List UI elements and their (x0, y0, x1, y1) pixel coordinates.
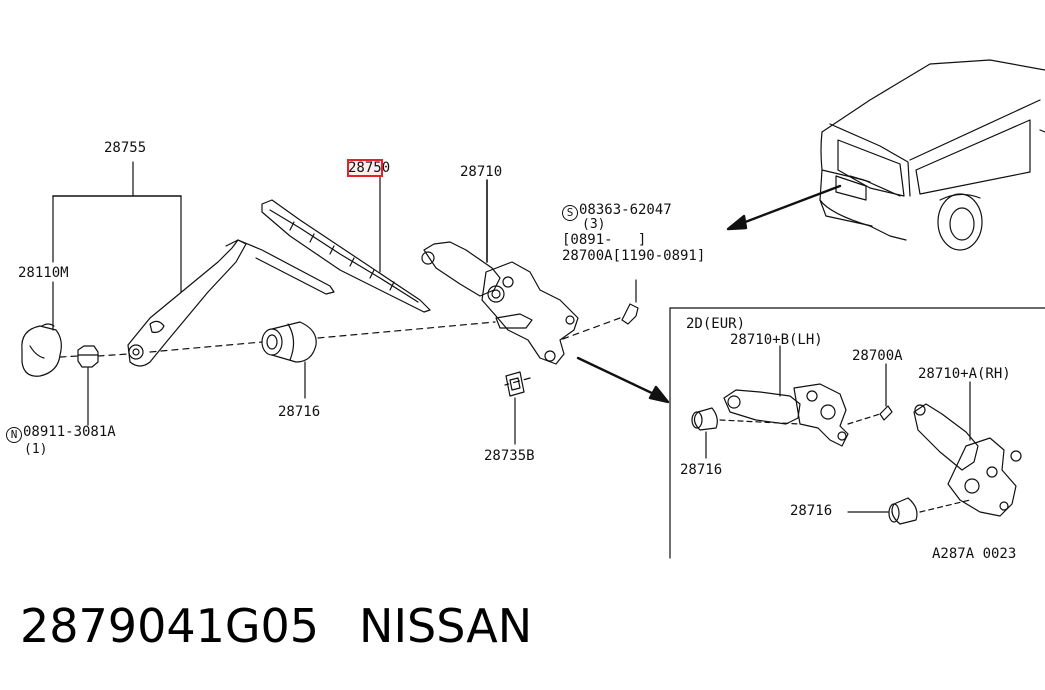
inset-motor-rh (847, 381, 1022, 525)
nut-symbol: N (6, 427, 22, 443)
label-bolt-range: [0891- ] (562, 232, 647, 248)
direction-arrows (576, 184, 842, 404)
brand-name: NISSAN (359, 599, 533, 653)
clip (505, 371, 525, 445)
inset-frame (669, 307, 1045, 559)
label-28710a-rh[interactable]: 28710+A(RH) (918, 366, 1011, 382)
label-28710b-lh[interactable]: 28710+B(LH) (730, 332, 823, 348)
wiper-blade (261, 175, 431, 313)
label-28755[interactable]: 28755 (104, 140, 147, 156)
label-28750-rest: 0 (381, 160, 391, 176)
grommet (261, 321, 317, 399)
bracket-28755 (52, 161, 182, 331)
label-28716[interactable]: 28716 (278, 404, 321, 420)
bolt-symbol: S (562, 205, 578, 221)
label-inset-28716-b[interactable]: 28716 (790, 503, 833, 519)
wiper-motor (421, 179, 579, 365)
footer-caption: 2879041G05 NISSAN (20, 598, 532, 654)
label-inset-28716-a[interactable]: 28716 (680, 462, 723, 478)
label-28700a-range[interactable]: 28700A[1190-0891] (562, 248, 706, 264)
label-28710[interactable]: 28710 (460, 164, 503, 180)
label-nut-qty: (1) (24, 442, 48, 457)
mounting-bolt (621, 279, 639, 325)
highlighted-part-number[interactable]: 2875 (347, 159, 383, 177)
vehicle-sketch (819, 59, 1045, 251)
inset-motor-lh (691, 345, 893, 459)
label-28110m[interactable]: 28110M (18, 265, 69, 281)
diagram-code: A287A 0023 (932, 546, 1017, 562)
assembly-axis (59, 317, 621, 386)
label-bolt-qty: (3) (582, 217, 606, 232)
wiper-arm (127, 239, 335, 367)
label-28750[interactable]: 28750 (347, 159, 391, 177)
label-inset-28700a[interactable]: 28700A (852, 348, 903, 364)
nut (77, 345, 99, 426)
wiper-cap (21, 323, 62, 377)
inset-title: 2D(EUR) (686, 316, 746, 332)
label-28735b[interactable]: 28735B (484, 448, 535, 464)
part-number: 2879041G05 (20, 599, 320, 653)
